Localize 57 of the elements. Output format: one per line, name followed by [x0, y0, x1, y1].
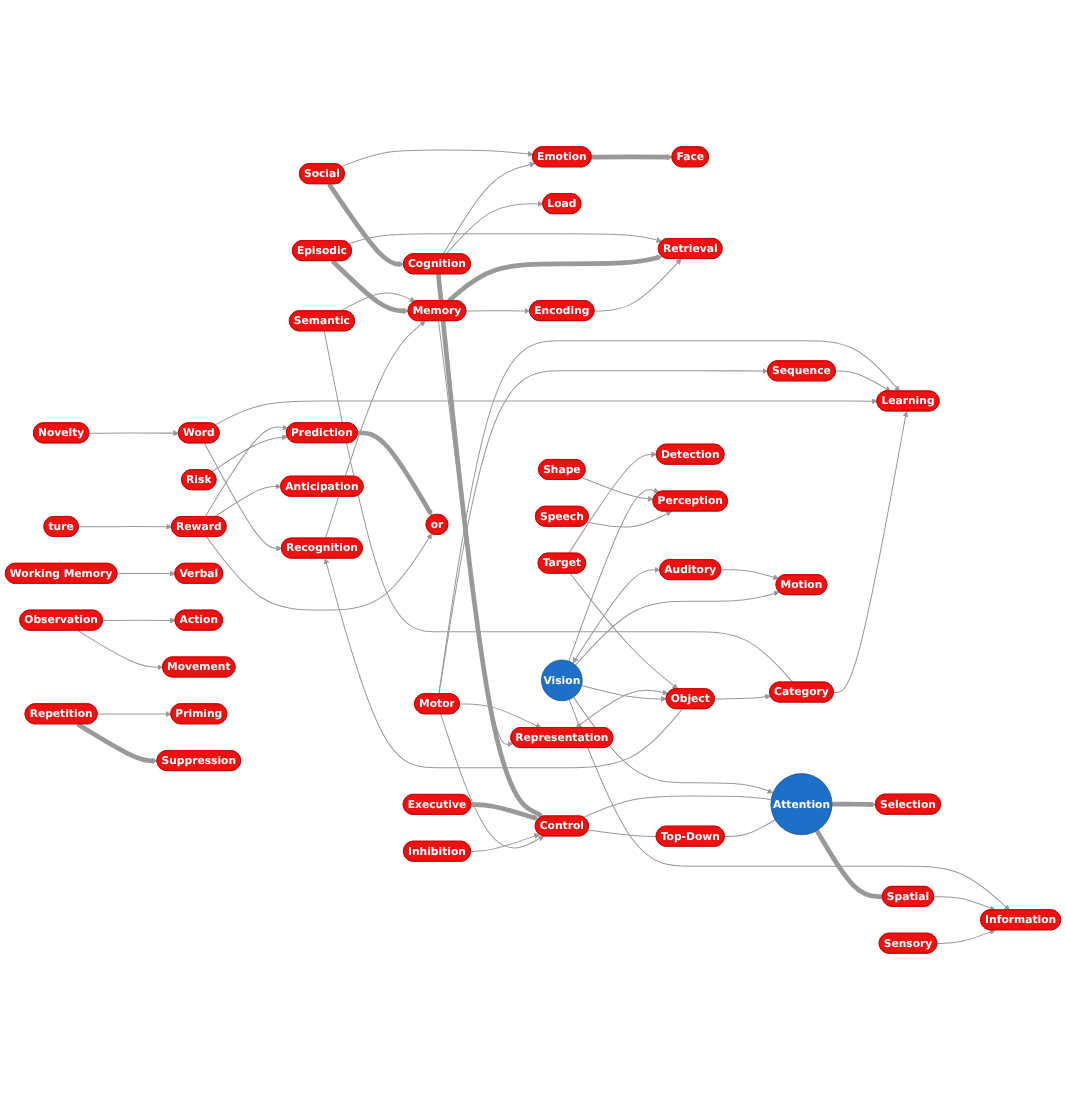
arrow — [470, 833, 540, 853]
connector — [724, 819, 776, 838]
arrow — [933, 896, 996, 911]
arrow — [438, 320, 514, 748]
arrow — [436, 273, 544, 818]
arrow — [204, 424, 289, 518]
arrow — [471, 802, 539, 821]
arrow — [88, 430, 180, 437]
arrow — [581, 684, 667, 702]
connector — [587, 829, 657, 838]
arrow — [581, 477, 654, 502]
arrow — [936, 929, 996, 945]
arrow — [835, 370, 892, 392]
arrow — [568, 698, 1010, 911]
arrow — [575, 689, 669, 728]
arrow — [586, 511, 672, 528]
arrow — [78, 523, 173, 530]
arrow — [327, 182, 405, 267]
arrow — [96, 711, 172, 717]
arrow — [340, 292, 416, 312]
arrow — [204, 442, 283, 552]
arrow — [465, 307, 531, 314]
arrow — [714, 693, 771, 700]
arrow — [348, 233, 663, 245]
arrow — [357, 430, 433, 517]
connector — [323, 330, 794, 683]
arrow — [575, 590, 780, 666]
connector — [582, 795, 772, 818]
arrow — [459, 703, 542, 729]
arrow — [572, 566, 661, 664]
arrow — [341, 149, 534, 168]
arrow — [102, 617, 176, 624]
arrow — [447, 254, 663, 303]
arrow — [324, 320, 426, 539]
arrow — [445, 200, 544, 255]
arrow — [833, 411, 909, 693]
arrow — [76, 722, 158, 764]
arrow — [116, 570, 176, 577]
arrow — [214, 483, 282, 518]
arrow — [442, 161, 536, 255]
arrow — [593, 258, 682, 312]
arrow — [440, 713, 545, 849]
arrow — [569, 573, 679, 690]
arrow — [323, 558, 683, 769]
arrow — [77, 630, 164, 671]
connector — [814, 829, 883, 900]
arrow — [330, 259, 409, 314]
arrow — [832, 801, 877, 808]
arrow — [720, 569, 779, 580]
arrow — [591, 154, 673, 160]
arrow — [206, 533, 432, 611]
arrow — [568, 451, 657, 554]
arrow — [214, 398, 878, 426]
arrow — [568, 487, 660, 662]
arrow — [211, 434, 288, 473]
arrow — [573, 696, 774, 794]
arrow — [438, 340, 900, 695]
